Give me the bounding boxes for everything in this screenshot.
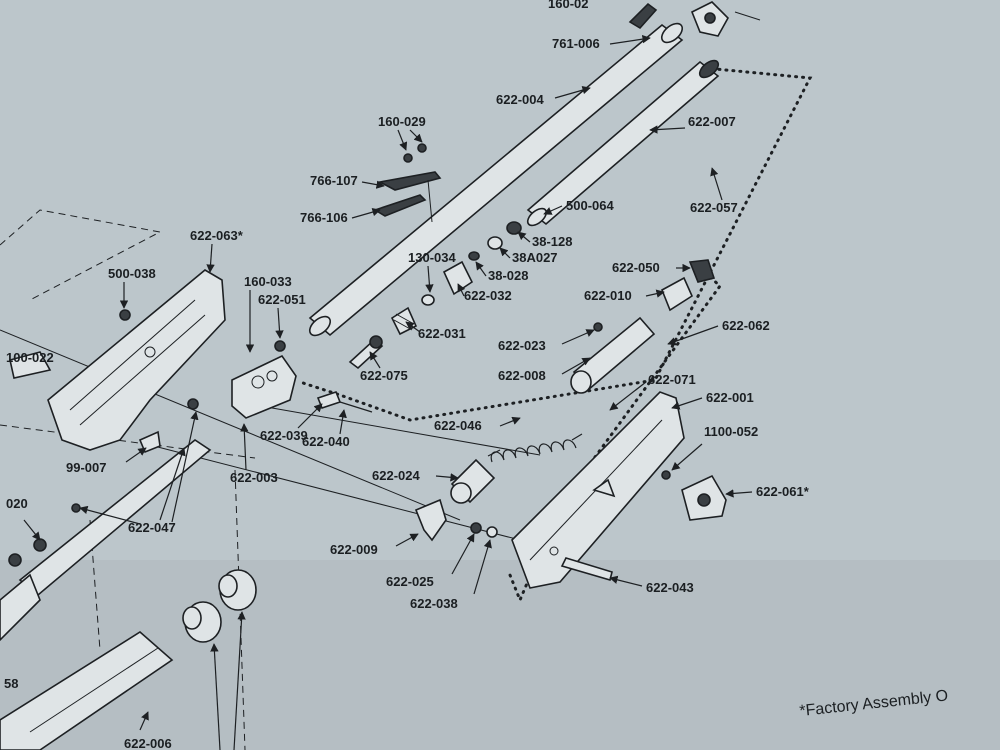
label-160-033: 160-033 bbox=[244, 274, 292, 289]
label-622-040: 622-040 bbox=[302, 434, 350, 449]
part-622-009-trigger bbox=[414, 498, 498, 542]
label-622-051: 622-051 bbox=[258, 292, 306, 307]
label-58: 58 bbox=[4, 676, 18, 691]
assembly-axis-lines bbox=[0, 329, 541, 541]
label-622-025: 622-025 bbox=[386, 574, 434, 589]
label-1100-052: 1100-052 bbox=[704, 424, 758, 439]
label-130-034: 130-034 bbox=[408, 250, 456, 265]
label-622-062: 622-062 bbox=[722, 318, 770, 333]
label-622-008: 622-008 bbox=[498, 368, 546, 383]
label-622-075: 622-075 bbox=[360, 368, 408, 383]
label-766-107: 766-107 bbox=[310, 173, 358, 188]
label-622-009: 622-009 bbox=[330, 542, 378, 557]
label-622-039: 622-039 bbox=[260, 428, 308, 443]
label-500-038: 500-038 bbox=[108, 266, 156, 281]
label-99-007: 99-007 bbox=[66, 460, 106, 475]
part-622-006-forearm bbox=[0, 631, 174, 750]
label-160-029: 160-029 bbox=[378, 114, 426, 129]
label-622-071: 622-071 bbox=[648, 372, 696, 387]
label-622-010: 622-010 bbox=[584, 288, 632, 303]
part-622-007-tube bbox=[526, 59, 720, 227]
part-622-001-grip bbox=[511, 391, 685, 589]
label-38-128: 38-128 bbox=[532, 234, 572, 249]
label-622-057: 622-057 bbox=[690, 200, 738, 215]
label-500-064: 500-064 bbox=[566, 198, 614, 213]
label-622-023: 622-023 bbox=[498, 338, 546, 353]
label-622-004: 622-004 bbox=[496, 92, 544, 107]
leader-lines bbox=[23, 34, 753, 750]
label-622-001: 622-001 bbox=[706, 390, 754, 405]
label-622-007: 622-007 bbox=[688, 114, 736, 129]
label-622-003: 622-003 bbox=[230, 470, 278, 485]
label-622-032: 622-032 bbox=[464, 288, 512, 303]
label-38a027: 38A027 bbox=[512, 250, 558, 265]
label-100-022: 100-022 bbox=[6, 350, 54, 365]
part-622-046-spring bbox=[487, 433, 583, 463]
part-622-061-cap bbox=[681, 474, 727, 521]
part-622-004-barrel bbox=[308, 22, 684, 337]
label-622-031: 622-031 bbox=[418, 326, 466, 341]
label-622-043: 622-043 bbox=[646, 580, 694, 595]
label-020: 020 bbox=[6, 496, 28, 511]
label-622-024: 622-024 bbox=[372, 468, 420, 483]
part-622-063-stock bbox=[47, 269, 226, 454]
part-622-043-screw bbox=[560, 470, 671, 582]
label-622-050: 622-050 bbox=[612, 260, 660, 275]
part-bushings bbox=[182, 569, 257, 643]
part-labels: 160-02 761-006 622-004 622-007 160-029 7… bbox=[4, 0, 810, 750]
part-trigger-linkage bbox=[373, 143, 442, 223]
label-766-106: 766-106 bbox=[300, 210, 348, 225]
label-622-006: 622-006 bbox=[124, 736, 172, 750]
label-160-02: 160-02 bbox=[548, 0, 588, 11]
label-622-046: 622-046 bbox=[434, 418, 482, 433]
part-pump-assembly bbox=[570, 259, 716, 394]
part-622-024-cylinder bbox=[450, 458, 496, 504]
label-622-038: 622-038 bbox=[410, 596, 458, 611]
part-622-003-receiver bbox=[231, 340, 373, 419]
label-622-061: 622-061* bbox=[756, 484, 810, 499]
part-top-right-cluster bbox=[628, 1, 761, 37]
label-622-063: 622-063* bbox=[190, 228, 244, 243]
assembly-outline-left bbox=[0, 209, 256, 750]
label-761-006: 761-006 bbox=[552, 36, 600, 51]
label-38-028: 38-028 bbox=[488, 268, 528, 283]
subassembly-outline-barrel bbox=[298, 66, 813, 422]
